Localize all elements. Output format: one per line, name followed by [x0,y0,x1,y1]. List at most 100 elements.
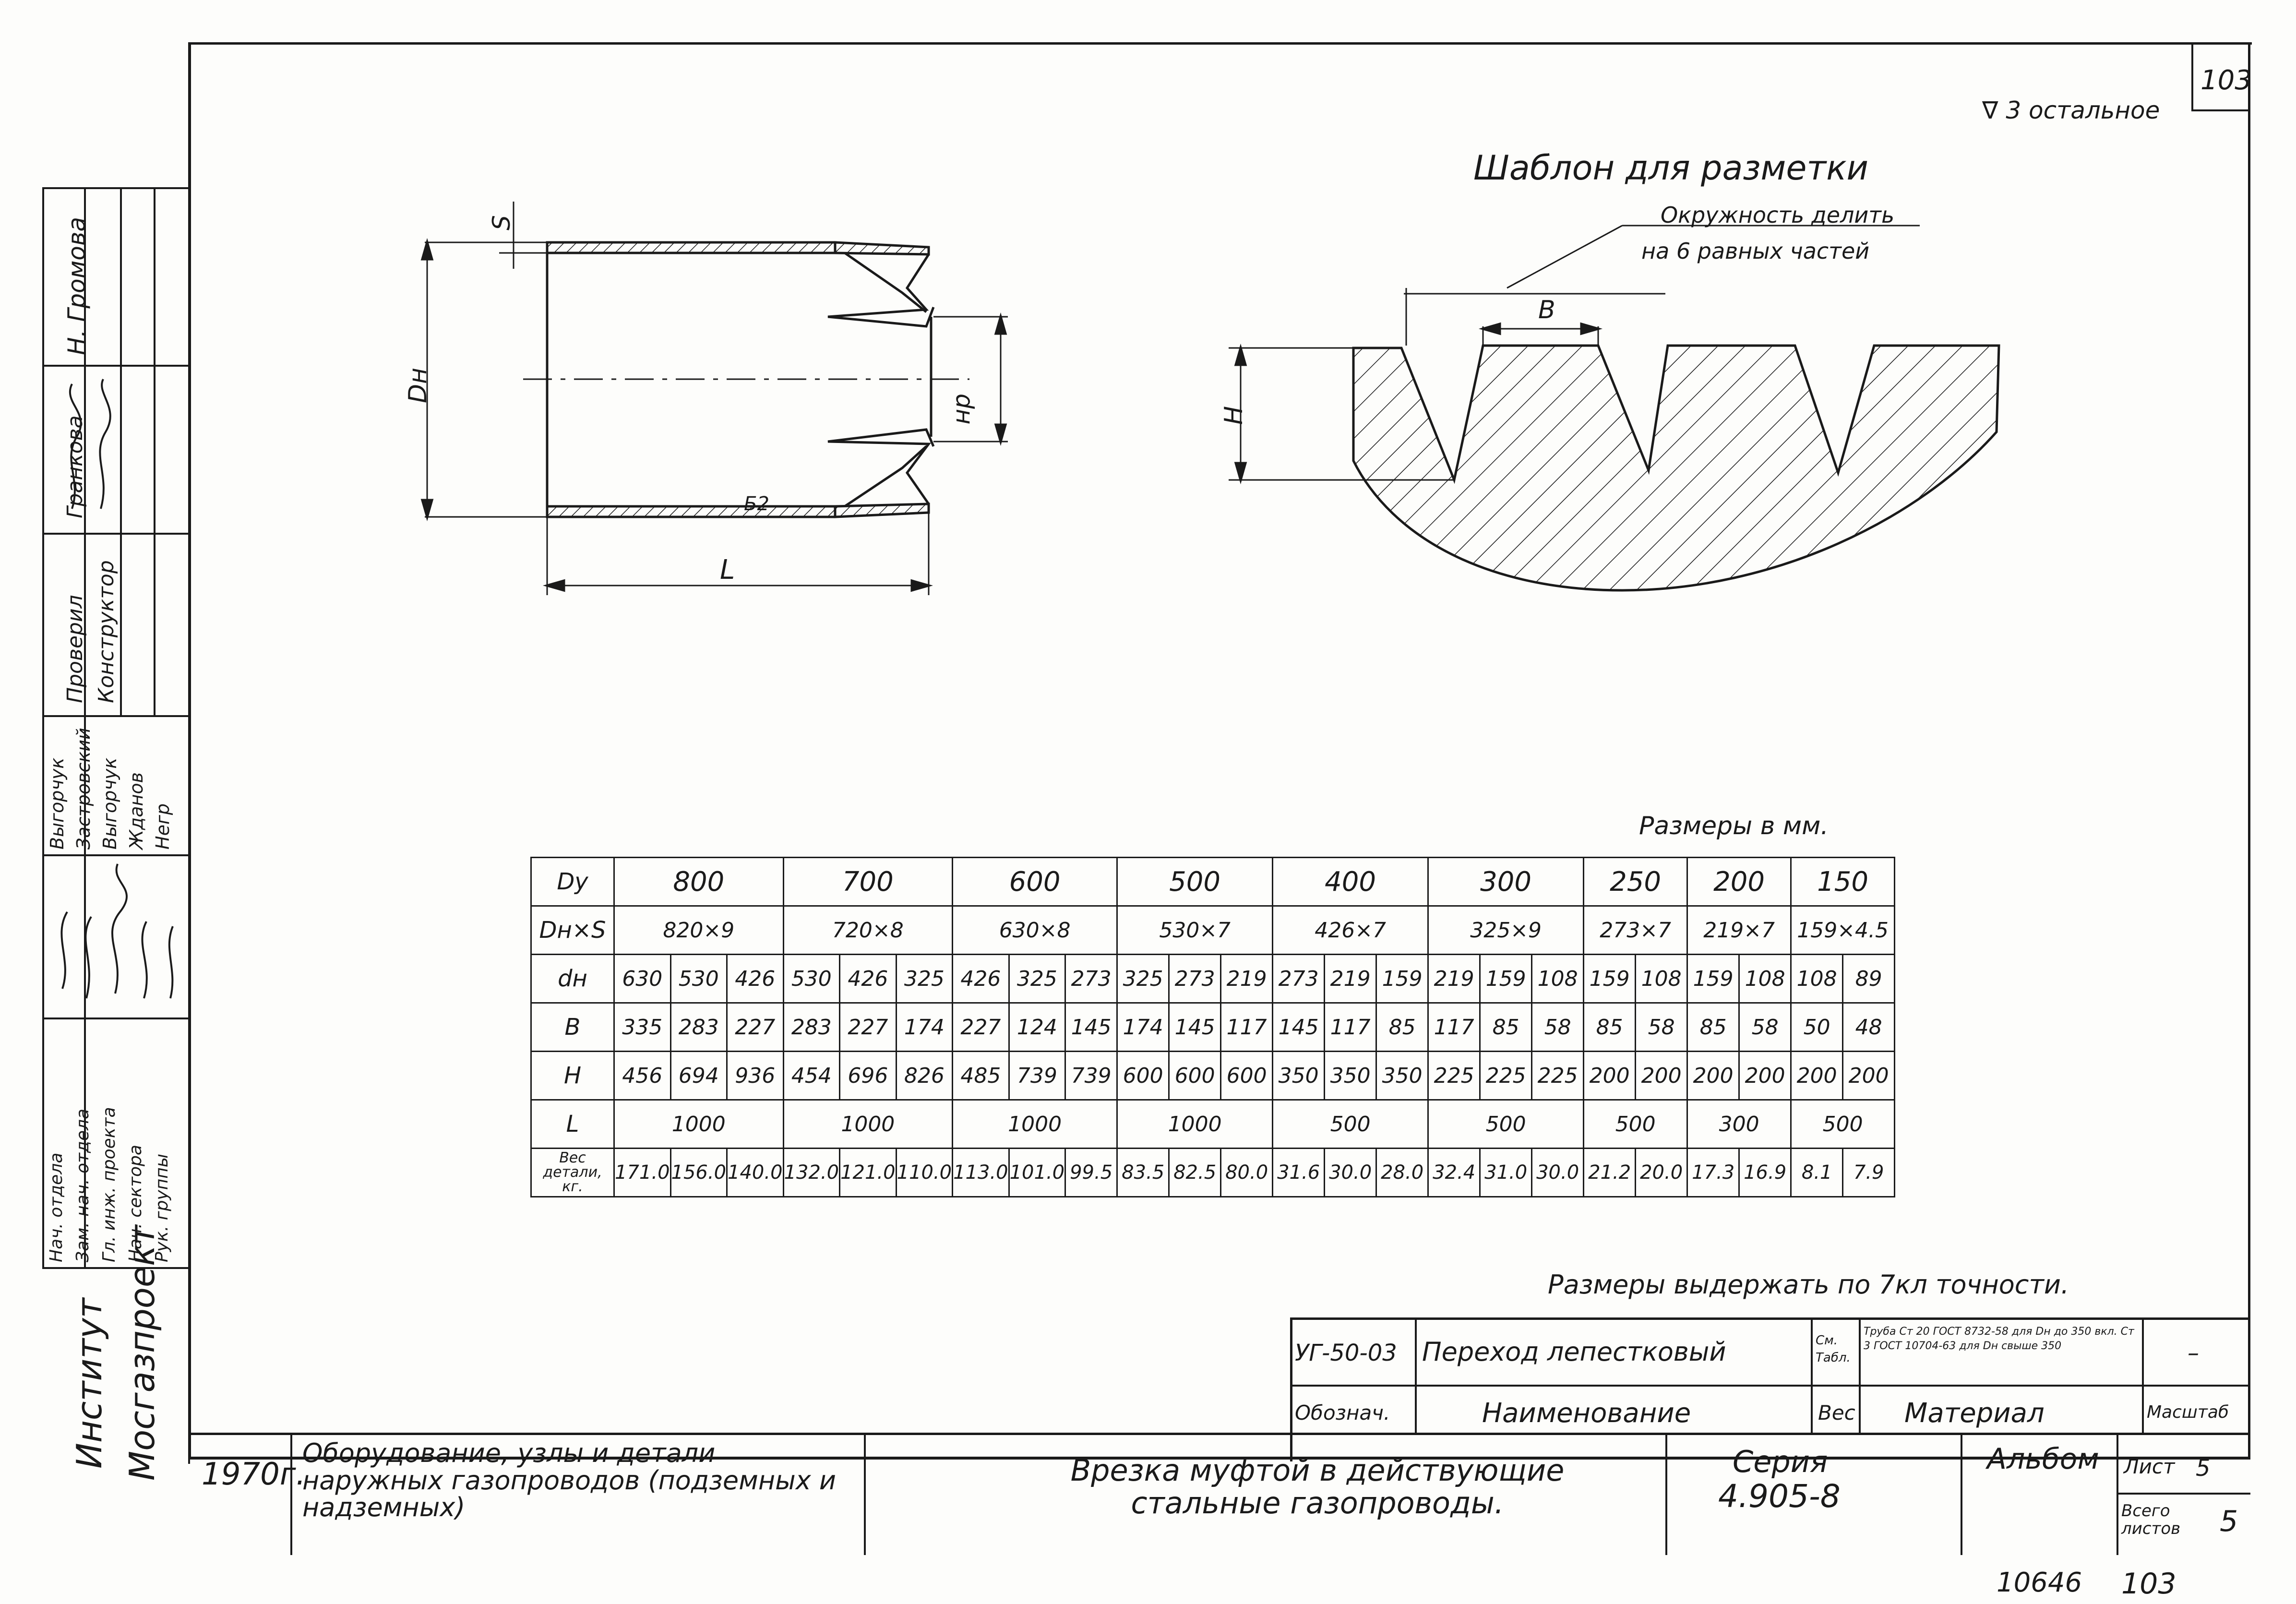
table-cell: 485 [952,1051,1010,1101]
table-cell: 283 [782,1002,841,1052]
table-cell: 250 [1583,857,1688,907]
table-cell: 936 [726,1051,784,1101]
petal-transition-view [420,202,1008,595]
table-cell: 225 [1531,1051,1585,1101]
table-cell: 82.5 [1168,1148,1222,1197]
side-hline-2 [42,365,188,367]
table-cell: 171.0 [613,1148,671,1197]
table-cell: 50 [1790,1002,1844,1052]
table-cell: 500 [1790,1099,1896,1149]
tb-sep-3 [1665,1433,1667,1555]
row-label: L [530,1099,615,1149]
row-label: H [530,1051,615,1101]
table-cell: 200 [1790,1051,1844,1101]
album-title: Оборудование, узлы и детали наружных газ… [302,1438,836,1523]
spec-material: Труба Ст 20 ГОСТ 8732-58 для Dн до 350 в… [1864,1326,2134,1352]
table-cell: 273 [1064,954,1118,1004]
spec-header-scale: Масштаб [2147,1402,2229,1422]
dim-b-label: B [1538,296,1555,324]
row-label: B [530,1002,615,1052]
table-cell: 16.9 [1738,1148,1792,1197]
role-3: Гл. инж. проекта [99,1107,119,1262]
role-1: Нач. отдела [47,1152,66,1262]
table-cell: 121.0 [839,1148,897,1197]
table-cell: 1000 [613,1099,784,1149]
tb-sep-2 [864,1433,866,1555]
table-cell: 350 [1272,1051,1326,1101]
table-cell: 145 [1064,1002,1118,1052]
table-cell: 273 [1168,954,1222,1004]
table-cell: 500 [1427,1099,1585,1149]
table-cell: 58 [1531,1002,1585,1052]
table-cell: 117 [1220,1002,1274,1052]
sheet-title: Врезка муфтой в действующие стальные газ… [1070,1453,1565,1521]
table-cell: 8.1 [1790,1148,1844,1197]
table-cell: 800 [613,857,784,907]
table-cell: 350 [1324,1051,1377,1101]
roughness-note: ∇ 3 остальное [1982,96,2160,124]
tolerance-note: Размеры выдержать по 7кл точности. [1548,1269,2069,1300]
row-label: dн [530,954,615,1004]
row-label: Вес детали, кг. [530,1148,615,1197]
table-cell: 325 [1008,954,1066,1004]
table-cell: 600 [952,857,1118,907]
table-cell: 400 [1272,857,1429,907]
table-cell: 85 [1583,1002,1637,1052]
table-cell: 225 [1479,1051,1533,1101]
table-cell: 200 [1686,857,1792,907]
series-number: 4.905-8 [1718,1478,1841,1515]
table-cell: 80.0 [1220,1148,1274,1197]
album-label: Альбом [1987,1442,2099,1476]
table-cell: 31.6 [1272,1148,1326,1197]
spec-header-name: Наименование [1482,1398,1691,1429]
table-cell: 1000 [952,1099,1118,1149]
table-cell: 694 [670,1051,728,1101]
spec-code: УГ-50-03 [1295,1340,1397,1366]
table-cell: 117 [1427,1002,1481,1052]
table-cell: 99.5 [1064,1148,1118,1197]
side-hline-7 [42,1267,188,1269]
role-5: Рук. группы [152,1153,172,1262]
table-cell: 219 [1220,954,1274,1004]
table-cell: 696 [839,1051,897,1101]
spec-name: Переход лепестковый [1422,1337,1726,1367]
table-cell: 1000 [1116,1099,1274,1149]
table-cell: 300 [1686,1099,1792,1149]
side-vline-1 [42,187,44,1267]
side-hline-3 [42,533,188,535]
spec-qty: См. Табл. [1816,1333,1851,1365]
table-cell: 454 [782,1051,841,1101]
table-cell: 530×7 [1116,905,1274,955]
tb-sep-1 [290,1433,292,1555]
table-cell: 426 [726,954,784,1004]
table-cell: 219×7 [1686,905,1792,955]
institute-line2: Мосгазпроект [122,1225,162,1481]
side-vline-4 [154,187,155,715]
table-cell: 140.0 [726,1148,784,1197]
template-note-line1: Окружность делить [1661,202,1895,228]
table-cell: 108 [1531,954,1585,1004]
table-cell: 219 [1427,954,1481,1004]
table-cell: 325×9 [1427,905,1585,955]
table-cell: 132.0 [782,1148,841,1197]
table-cell: 630×8 [952,905,1118,955]
table-cell: 145 [1168,1002,1222,1052]
table-cell: 426 [839,954,897,1004]
template-note-line2: на 6 равных частей [1641,238,1870,264]
units-note: Размеры в мм. [1639,812,1829,840]
table-cell: 300 [1427,857,1585,907]
side-vline-3 [120,187,122,715]
table-cell: 227 [952,1002,1010,1052]
spec-header-weight: Вес [1818,1401,1855,1424]
table-cell: 17.3 [1686,1148,1740,1197]
table-cell: 30.0 [1324,1148,1377,1197]
spec-scale-value: – [2188,1340,2199,1366]
table-cell: 283 [670,1002,728,1052]
